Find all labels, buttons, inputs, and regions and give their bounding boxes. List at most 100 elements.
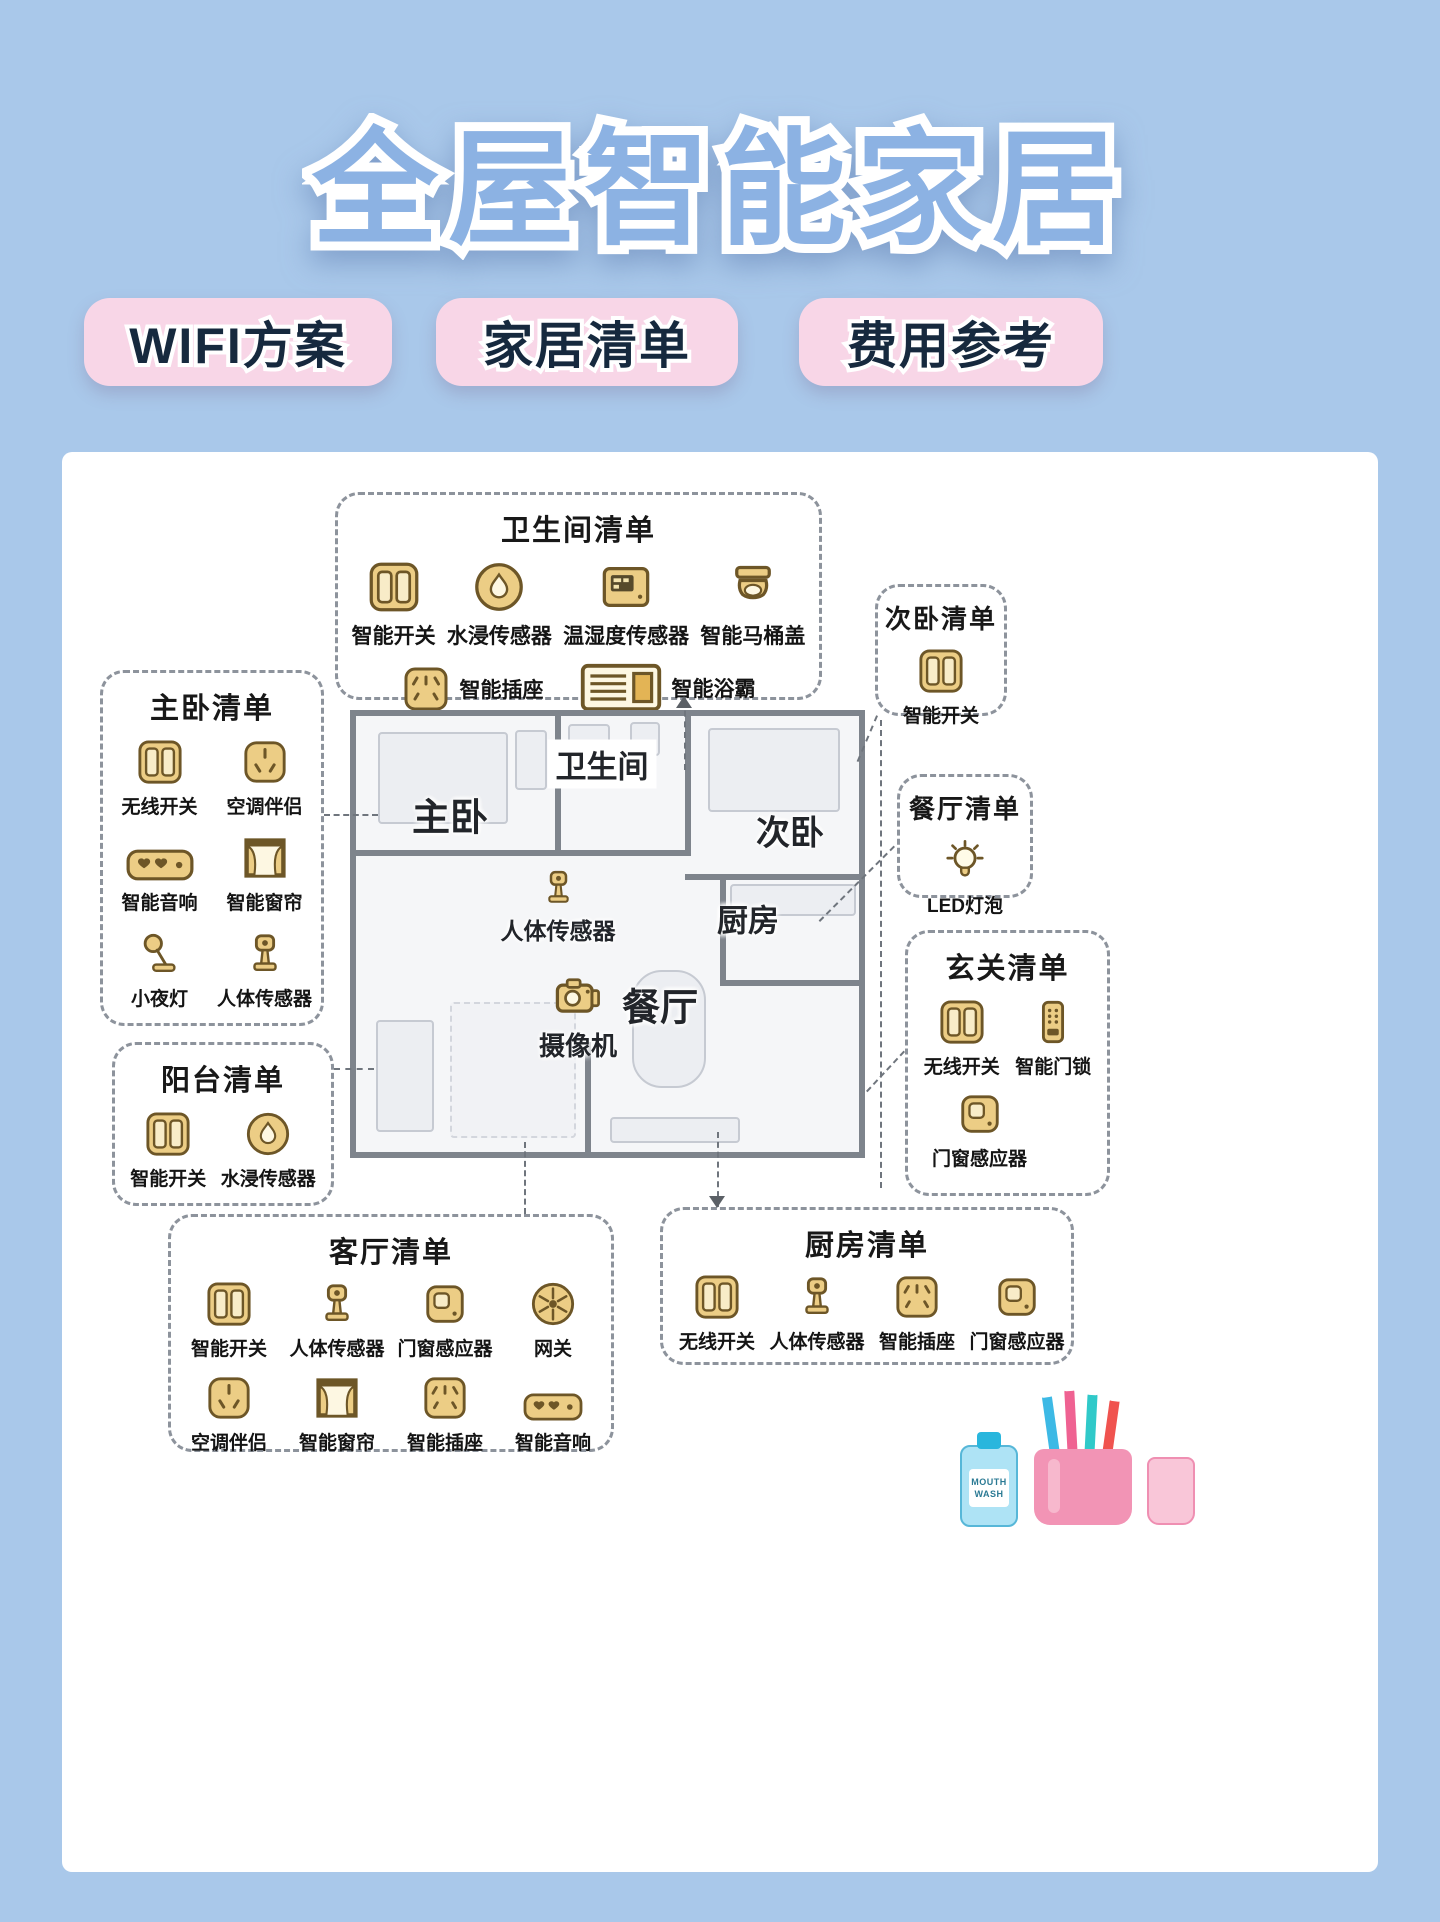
wall-segment	[720, 874, 726, 986]
connector-arrow-up	[676, 696, 692, 708]
smart-toilet-lid-icon	[727, 561, 779, 613]
room-label-second: 次卧	[756, 814, 824, 853]
mouthwash-bottle-icon: MOUTH WASH	[960, 1432, 1018, 1527]
room-label-master: 主卧	[411, 797, 489, 840]
gateway-icon	[530, 1281, 576, 1327]
device-item: 门窗感应器	[391, 1281, 499, 1361]
mouthwash-label-line2: WASH	[974, 1489, 1004, 1499]
body-sensor-icon	[538, 868, 578, 908]
device-label: 智能音响	[121, 893, 198, 914]
plan-camera-label: 摄像机	[538, 1031, 618, 1061]
device-item: 智能开关	[130, 1111, 206, 1191]
device-label: 无线开关	[121, 797, 198, 818]
panel-master-bedroom-title: 主卧清单	[149, 693, 274, 725]
smart-switch-icon	[368, 561, 420, 613]
connector-balcony	[334, 1068, 374, 1070]
floor-plan: 主卧 卫生间 次卧 厨房 餐厅 人体传感器 摄像机	[330, 702, 882, 1194]
smart-switch-icon	[918, 648, 964, 694]
device-label: 空调伴侣	[190, 1433, 267, 1454]
device-item: 人体传感器	[767, 1274, 867, 1354]
body-sensor-icon	[794, 1274, 840, 1320]
device-label: 智能音响	[514, 1433, 591, 1454]
panel-entry-title: 玄关清单	[945, 953, 1070, 985]
smart-speaker-icon	[126, 849, 194, 881]
wall-segment	[685, 710, 691, 856]
device-label: 智能开关	[130, 1169, 207, 1190]
device-label: 网关	[533, 1339, 572, 1360]
device-label: 智能开关	[351, 625, 436, 648]
smart-curtain-icon	[314, 1375, 360, 1421]
pill-fee-reference[interactable]: 费用参考	[799, 298, 1103, 386]
toothbrush-head	[1037, 1380, 1054, 1399]
device-item: 人体传感器	[212, 931, 317, 1011]
water-leak-sensor-icon	[245, 1111, 291, 1157]
device-label: 人体传感器	[216, 989, 312, 1010]
furniture-sofa	[376, 1020, 434, 1132]
body-sensor-icon	[314, 1281, 360, 1327]
device-item: 智能门锁	[1015, 999, 1091, 1079]
device-label: 门窗感应器	[932, 1149, 1028, 1170]
content-card: 卫生间清单 智能开关 水浸传感器 温湿度传感器 智能马桶盖 智能插座	[62, 452, 1378, 1872]
device-item: 无线开关	[667, 1274, 767, 1354]
toothbrush-head	[1085, 1378, 1101, 1396]
wall-segment	[585, 1042, 591, 1158]
bathroom-decor-illustration: MOUTH WASH	[942, 1374, 1202, 1542]
connector-bathroom	[684, 700, 686, 770]
device-label: 水浸传感器	[446, 625, 552, 648]
smart-socket-icon	[422, 1375, 468, 1421]
pill-fee-label: 费用参考	[847, 306, 1055, 378]
mouthwash-label-line1: MOUTH	[971, 1477, 1007, 1487]
device-label: 智能开关	[902, 706, 979, 727]
ac-companion-icon	[242, 739, 288, 785]
pill-wifi-plan[interactable]: WIFI方案	[84, 298, 392, 386]
device-label: 人体传感器	[289, 1339, 385, 1360]
device-label: 水浸传感器	[220, 1169, 316, 1190]
ac-companion-icon	[206, 1375, 252, 1421]
device-label: 智能窗帘	[298, 1433, 375, 1454]
device-item: 智能音响	[107, 849, 212, 915]
pill-home-list[interactable]: 家居清单	[436, 298, 738, 386]
device-item: 水浸传感器	[447, 561, 552, 650]
panel-dining-title: 餐厅清单	[908, 794, 1021, 824]
smart-switch-icon	[206, 1281, 252, 1327]
device-label: 人体传感器	[769, 1332, 865, 1353]
wireless-switch-icon	[137, 739, 183, 785]
room-label-kitchen: 厨房	[717, 903, 779, 939]
toothpaste-tube-icon	[1147, 1457, 1195, 1525]
smart-curtain-icon	[242, 835, 288, 881]
panel-entry-list: 玄关清单 无线开关 智能门锁 门窗感应器	[905, 930, 1110, 1196]
device-item: 智能音响	[499, 1393, 607, 1455]
wall-segment	[350, 710, 865, 716]
device-item: 智能窗帘	[212, 835, 317, 915]
plan-body-sensor-annotation: 人体传感器	[501, 868, 616, 946]
device-label: 智能窗帘	[226, 893, 303, 914]
toothbrush-head	[1107, 1384, 1124, 1403]
connector-arrow-down	[709, 1196, 725, 1208]
panel-second-bedroom-title: 次卧清单	[884, 604, 997, 634]
door-window-sensor-icon	[422, 1281, 468, 1327]
panel-kitchen-title: 厨房清单	[804, 1230, 929, 1262]
device-label: 智能插座	[459, 679, 544, 702]
device-label: 空调伴侣	[226, 797, 303, 818]
plan-camera-annotation: 摄像机	[539, 970, 617, 1063]
pill-wifi-label: WIFI方案	[129, 306, 347, 378]
temp-humidity-sensor-icon	[600, 561, 652, 613]
device-item: 智能开关	[903, 648, 979, 728]
panel-balcony-list: 阳台清单 智能开关 水浸传感器	[112, 1042, 334, 1206]
device-item: 智能马桶盖	[700, 561, 805, 650]
device-label: 智能插座	[406, 1433, 483, 1454]
furniture-tv-bench	[610, 1117, 740, 1143]
wall-segment	[350, 1152, 865, 1158]
device-label: 无线开关	[678, 1332, 755, 1353]
furniture-master-bed	[378, 732, 508, 824]
toothbrush-cup-icon	[1034, 1449, 1132, 1525]
wall-segment	[859, 710, 865, 1158]
mouthwash-cap	[977, 1432, 1001, 1449]
device-label: 智能马桶盖	[700, 625, 806, 648]
wall-segment	[350, 850, 691, 856]
furniture-wardrobe	[515, 730, 547, 790]
furniture-second-bed	[708, 728, 840, 812]
pill-home-list-label: 家居清单	[483, 306, 691, 378]
panel-living-title: 客厅清单	[328, 1237, 453, 1269]
device-label: 小夜灯	[130, 989, 188, 1010]
